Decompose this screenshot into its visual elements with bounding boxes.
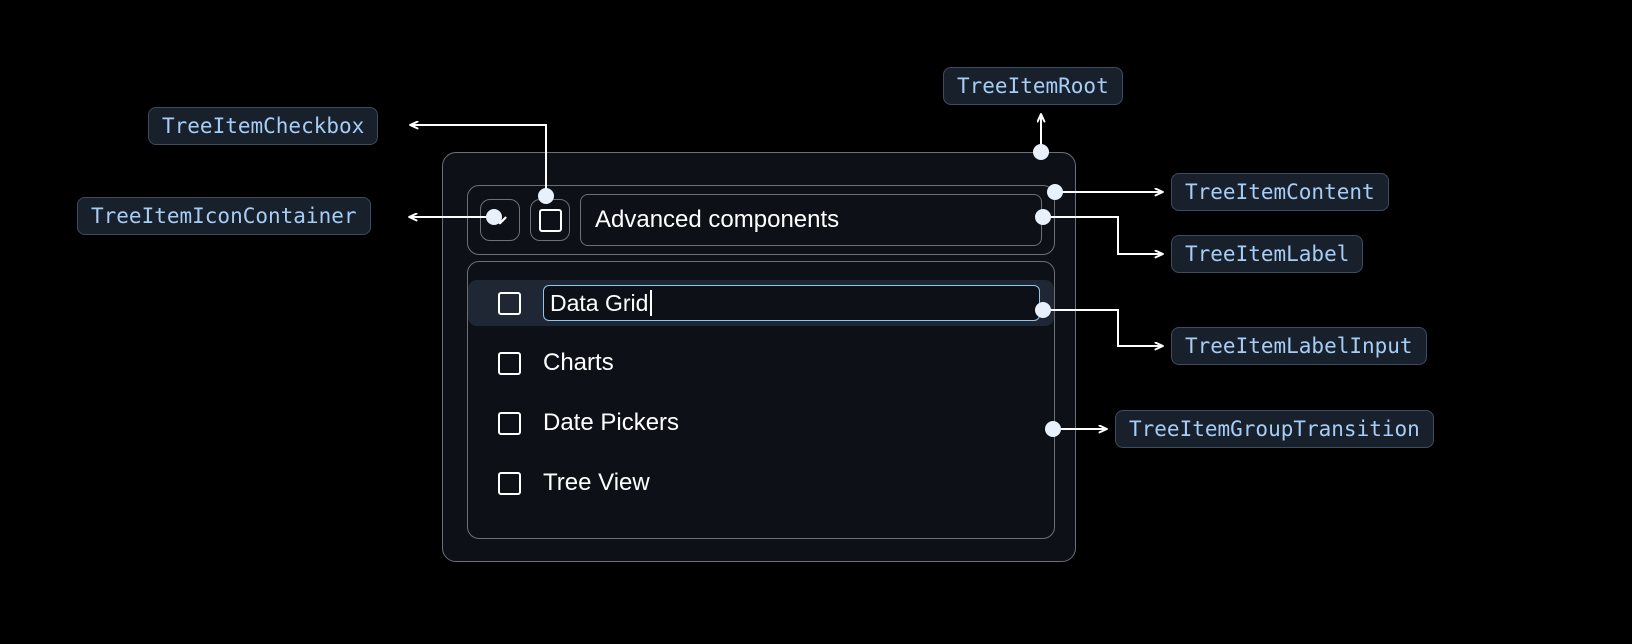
annotation-tree-item-content: TreeItemContent — [1171, 173, 1389, 211]
annotation-tree-item-label-input: TreeItemLabelInput — [1171, 327, 1427, 365]
tree-item-root[interactable]: Advanced components Data Grid Charts Dat… — [442, 152, 1076, 562]
annotation-tree-item-group-transition: TreeItemGroupTransition — [1115, 410, 1434, 448]
annotation-tree-item-root: TreeItemRoot — [943, 67, 1123, 105]
tree-item-row-tree-view[interactable]: Tree View — [468, 460, 1054, 506]
annotation-tree-item-icon-container: TreeItemIconContainer — [77, 197, 371, 235]
tree-item-label: Date Pickers — [543, 409, 680, 436]
checkbox-icon[interactable] — [498, 411, 521, 435]
text-caret — [650, 290, 652, 316]
tree-item-label-input-value: Data Grid — [550, 289, 649, 316]
tree-item-icon-container[interactable] — [480, 199, 520, 241]
annotation-tree-item-checkbox: TreeItemCheckbox — [148, 107, 379, 145]
tree-item-row-charts[interactable]: Charts — [468, 340, 1054, 386]
checkbox-icon[interactable] — [498, 471, 521, 495]
tree-item-label-input[interactable]: Data Grid — [543, 285, 1040, 321]
tree-item-label: Advanced components — [580, 194, 1042, 246]
chevron-down-icon — [493, 216, 507, 225]
checkbox-icon[interactable] — [498, 351, 521, 375]
tree-item-row-date-pickers[interactable]: Date Pickers — [468, 400, 1054, 446]
annotation-tree-item-label: TreeItemLabel — [1171, 235, 1364, 273]
tree-item-label: Charts — [543, 349, 614, 376]
tree-item-label: Tree View — [543, 469, 650, 496]
tree-item-group-transition: Data Grid Charts Date Pickers Tree View — [467, 261, 1055, 539]
checkbox-icon — [538, 208, 562, 232]
tree-item-row-data-grid[interactable]: Data Grid — [468, 280, 1054, 326]
checkbox-icon[interactable] — [498, 291, 521, 315]
tree-item-content[interactable]: Advanced components — [467, 185, 1055, 255]
tree-item-checkbox[interactable] — [530, 199, 570, 241]
